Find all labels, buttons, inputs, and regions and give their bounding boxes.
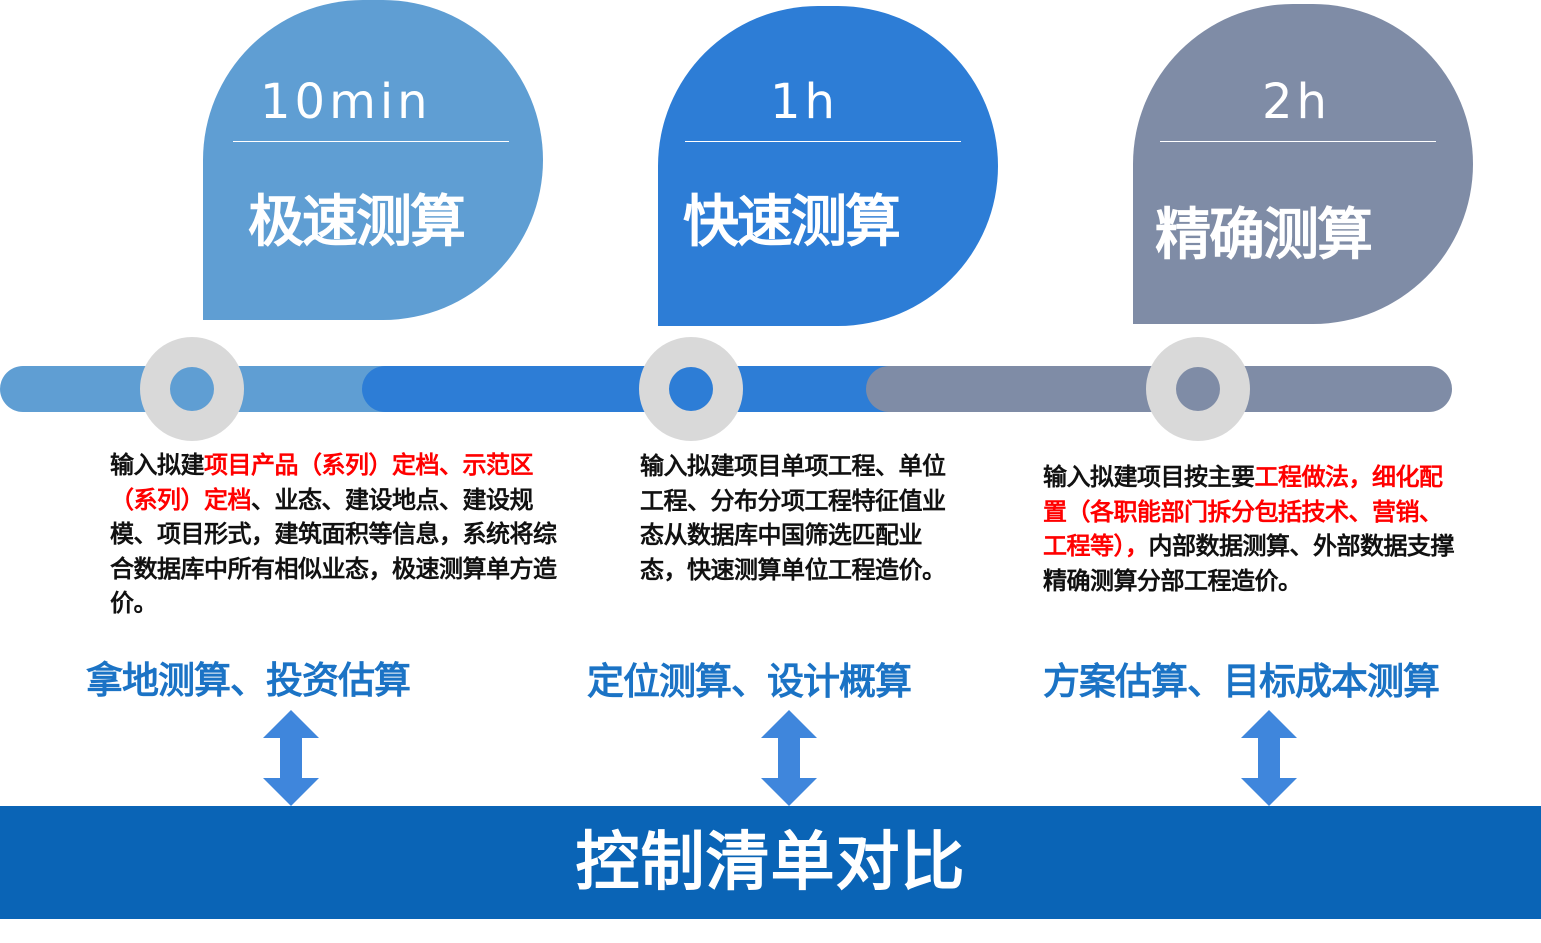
stage-bubble-quick (658, 6, 998, 326)
stage-time-precise: 2h (1262, 74, 1331, 130)
double-arrow-icon (761, 710, 817, 806)
description-text: 、业态、建设地点、建设规模、项目形式，建筑面积等信息，系统将综合数据库中所有相似… (110, 485, 557, 618)
bubble-divider (685, 141, 961, 142)
stage-category-speed: 拿地测算、投资估算 (86, 659, 411, 702)
stage-description-speed: 输入拟建项目产品（系列）定档、示范区（系列）定档、业态、建设地点、建设规模、项目… (110, 448, 565, 621)
bubble-divider (1160, 141, 1436, 142)
description-text: 输入拟建 (110, 451, 205, 479)
timeline-node-icon (639, 337, 743, 441)
double-arrow-icon (263, 710, 319, 806)
stage-time-speed: 10min (260, 74, 432, 130)
timeline-node-center (669, 367, 713, 411)
control-list-banner: 控制清单对比 (0, 806, 1541, 919)
control-list-label: 控制清单对比 (575, 825, 966, 900)
stage-description-quick: 输入拟建项目单项工程、单位工程、分布分项工程特征值业态从数据库中国筛选匹配业态，… (640, 449, 968, 587)
stage-bubble-speed (203, 0, 543, 320)
stage-title-quick: 快速测算 (683, 190, 901, 255)
stage-title-precise: 精确测算 (1155, 203, 1373, 268)
bubble-divider (233, 141, 509, 142)
stage-category-precise: 方案估算、目标成本测算 (1043, 660, 1440, 703)
double-arrow-icon (1241, 710, 1297, 806)
stage-description-precise: 输入拟建项目按主要工程做法，细化配置（各职能部门拆分包括技术、营销、工程等），内… (1043, 460, 1455, 598)
stage-time-quick: 1h (770, 74, 839, 130)
description-text: 输入拟建项目按主要 (1043, 463, 1255, 491)
stage-bubble-precise (1133, 4, 1473, 324)
stage-category-quick: 定位测算、设计概算 (587, 660, 912, 703)
description-emphasis: 工程做法，细化配置（各职能部门拆分包括技术、营销、工程等）， (1043, 463, 1443, 560)
description-text: 内部数据测算、外部数据支撑精确测算分部工程造价。 (1043, 532, 1455, 595)
stage-title-speed: 极速测算 (248, 190, 466, 255)
timeline-node-center (1176, 367, 1220, 411)
timeline-node-icon (140, 337, 244, 441)
description-text: 输入拟建项目单项工程、单位工程、分布分项工程特征值业态从数据库中国筛选匹配业态，… (640, 452, 946, 584)
timeline-node-icon (1146, 337, 1250, 441)
description-emphasis: 项目产品（系列）定档、示范区（系列）定档 (110, 451, 534, 514)
timeline-node-center (170, 367, 214, 411)
